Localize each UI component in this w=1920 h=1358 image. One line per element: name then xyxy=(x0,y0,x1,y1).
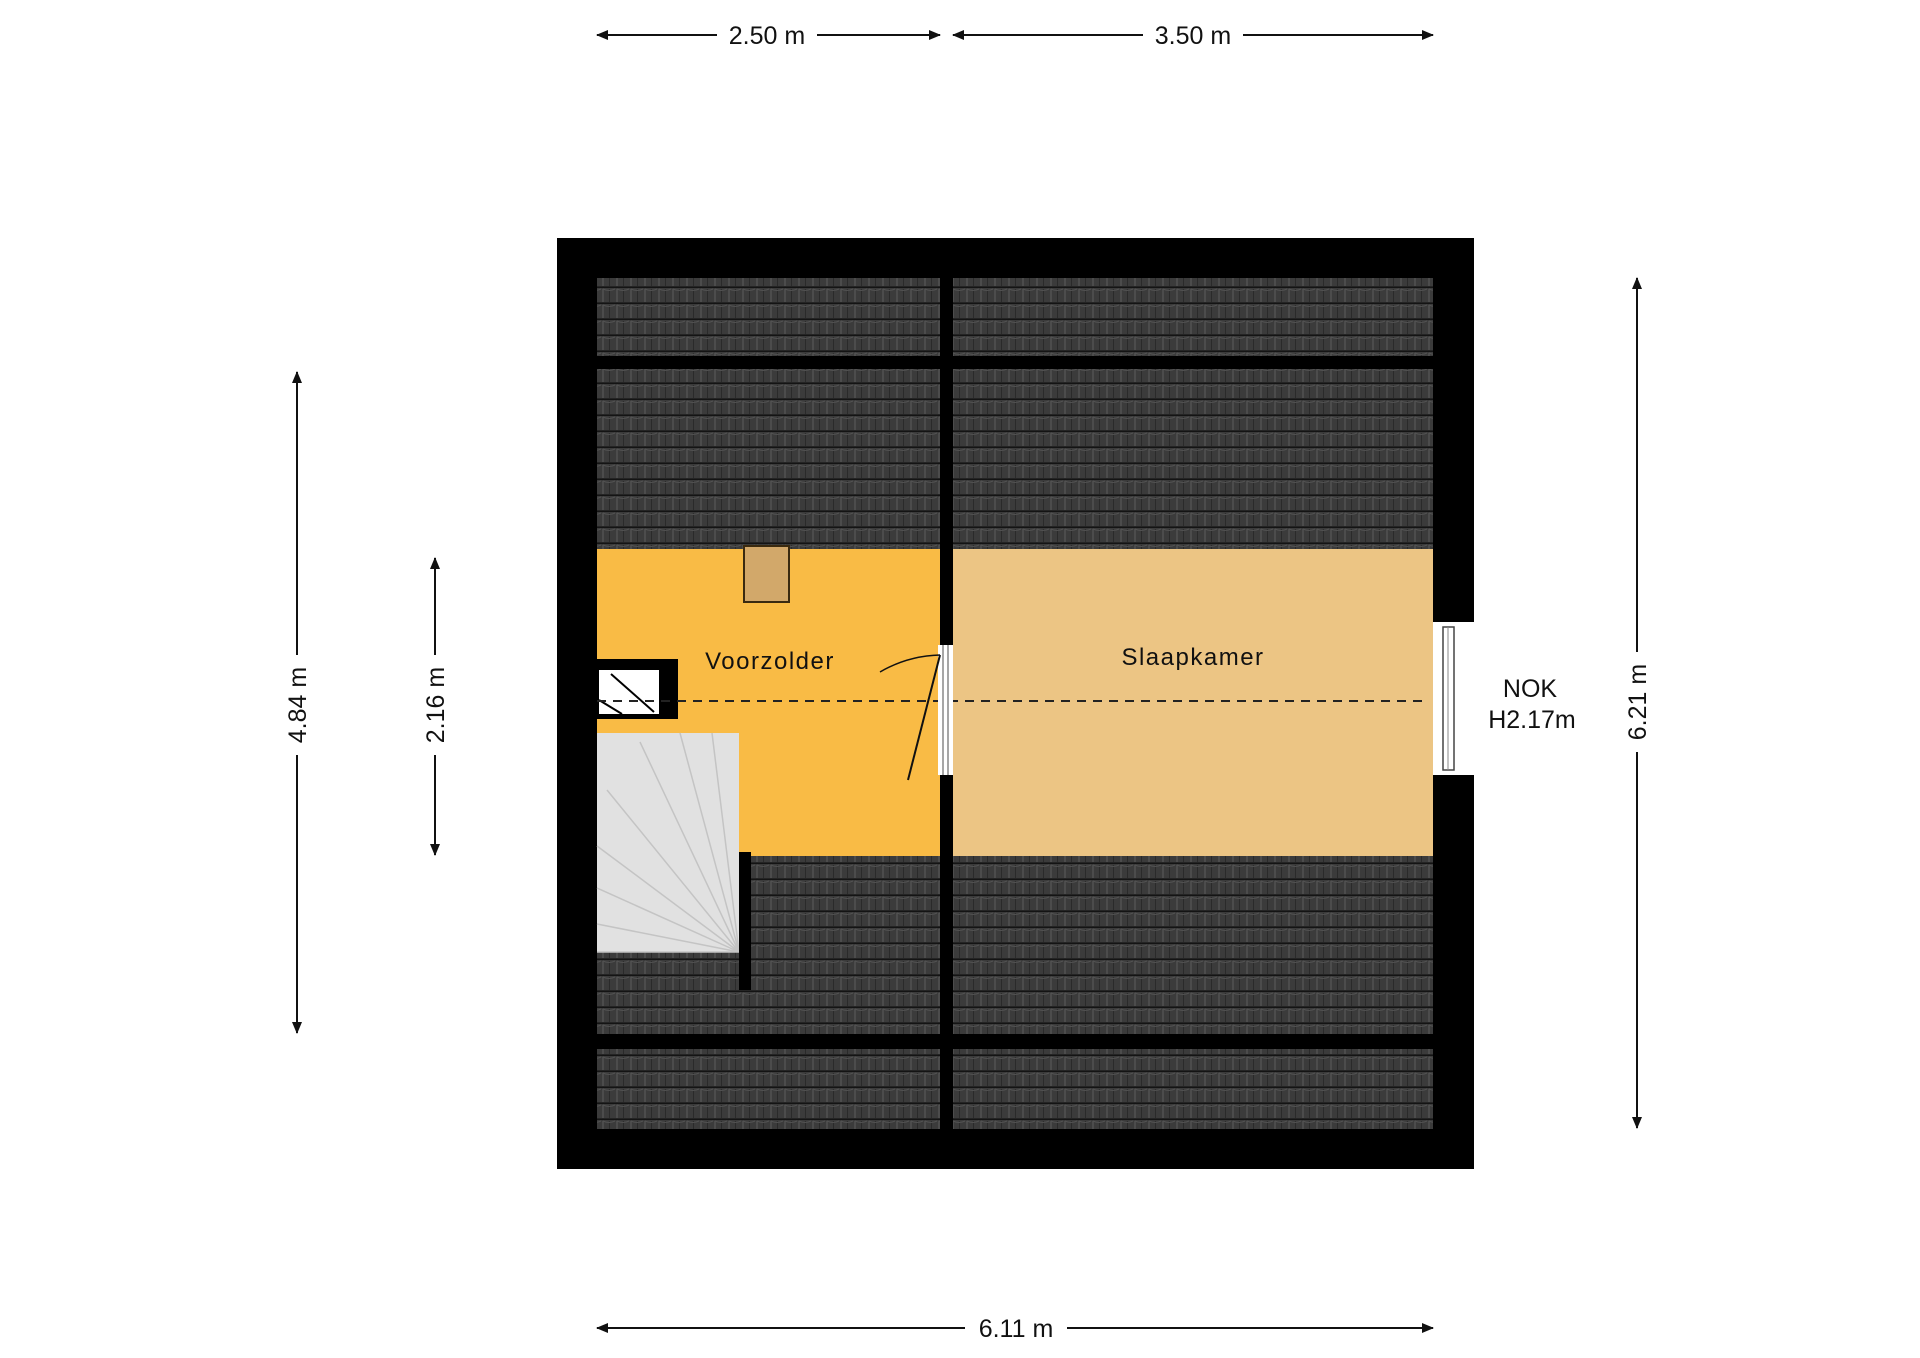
dimension-right: 6.21 m xyxy=(1624,277,1652,1129)
staircase xyxy=(596,732,751,990)
roof-tiles-top-left xyxy=(597,278,940,356)
dimension-label-top-right: 3.50 m xyxy=(1155,22,1231,50)
dimension-label-bottom: 6.11 m xyxy=(979,1315,1054,1343)
room-label-slaapkamer: Slaapkamer xyxy=(1121,644,1264,671)
dimension-top-left: 2.50 m xyxy=(596,22,941,50)
rooms xyxy=(590,545,1474,990)
slaapkamer-floor xyxy=(953,549,1433,856)
dimension-left-outer: 4.84 m xyxy=(284,371,312,1034)
roof-tiles-top-right xyxy=(953,278,1433,356)
window xyxy=(1433,622,1474,775)
dimension-label-right: 6.21 m xyxy=(1624,664,1652,740)
roof-tiles-bottom-right xyxy=(953,1049,1433,1129)
roof-tiles-lower-right xyxy=(953,856,1433,1034)
nok-label: NOK xyxy=(1503,675,1558,703)
dimension-left-inner: 2.16 m xyxy=(422,557,450,856)
nok-height-label: H2.17m xyxy=(1488,706,1576,734)
roof-tiles-upper-left xyxy=(597,369,940,549)
roof-tiles-bottom-left xyxy=(597,1049,940,1129)
dimension-label-left-outer: 4.84 m xyxy=(284,667,312,743)
dimension-label-top-left: 2.50 m xyxy=(729,22,805,50)
roof-hatch xyxy=(743,545,790,603)
roof-tiles-upper-right xyxy=(953,369,1433,549)
dimension-bottom: 6.11 m xyxy=(596,1315,1434,1343)
shaft-box xyxy=(590,659,678,719)
room-label-voorzolder: Voorzolder xyxy=(705,648,835,675)
dimension-top-right: 3.50 m xyxy=(952,22,1434,50)
dimension-label-left-inner: 2.16 m xyxy=(422,667,450,743)
door xyxy=(879,645,953,781)
